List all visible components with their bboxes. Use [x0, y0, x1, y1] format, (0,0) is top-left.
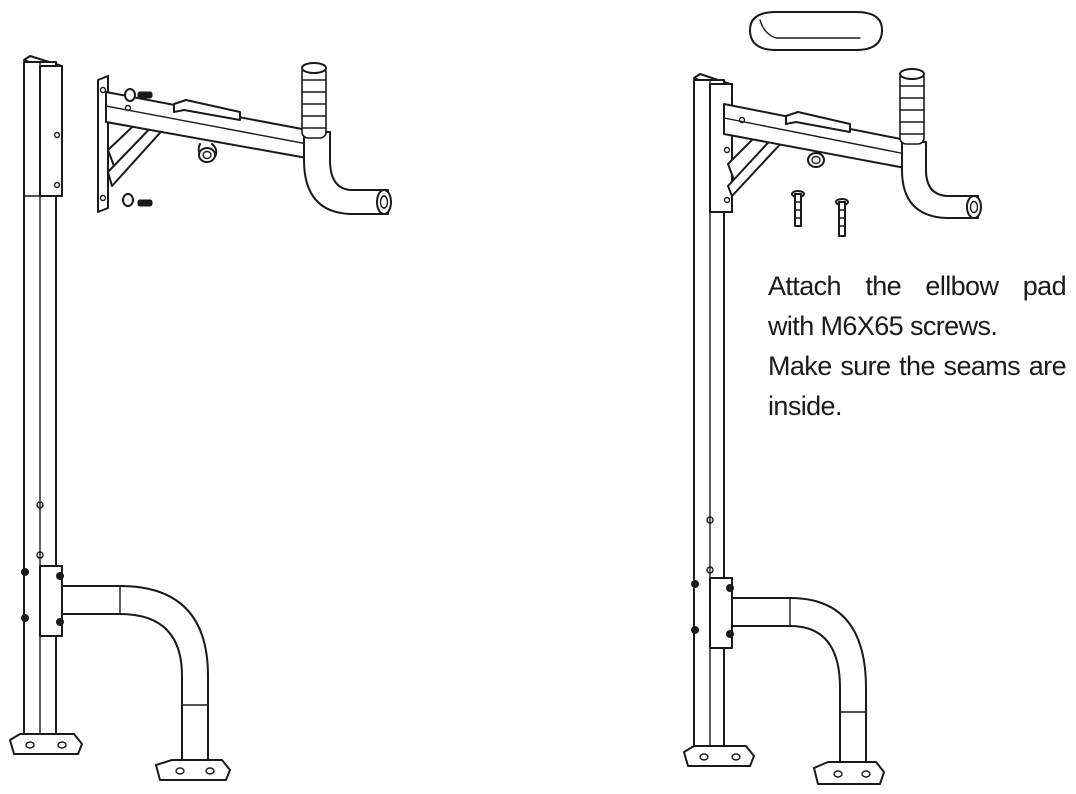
m6x65-screws	[791, 190, 849, 237]
elbow-pad	[749, 11, 883, 51]
right-upright-post	[683, 73, 755, 767]
assembly-instructions: Attach the ellbow pad with M6X65 screws.…	[768, 266, 1067, 426]
left-bolts	[122, 88, 153, 207]
instruction-line-attach: Attach the ellbow pad with M6X65 screws.	[768, 271, 1067, 341]
instruction-line-seams: Make sure the seams are inside.	[768, 351, 1067, 421]
right-arch-leg	[723, 597, 885, 785]
left-assembly-figure	[9, 55, 392, 781]
left-upright-post	[9, 55, 83, 755]
left-arm-bracket	[97, 62, 392, 215]
left-arch-leg	[49, 585, 231, 781]
right-arm-bracket	[723, 68, 982, 219]
right-assembly-figure	[683, 11, 982, 785]
